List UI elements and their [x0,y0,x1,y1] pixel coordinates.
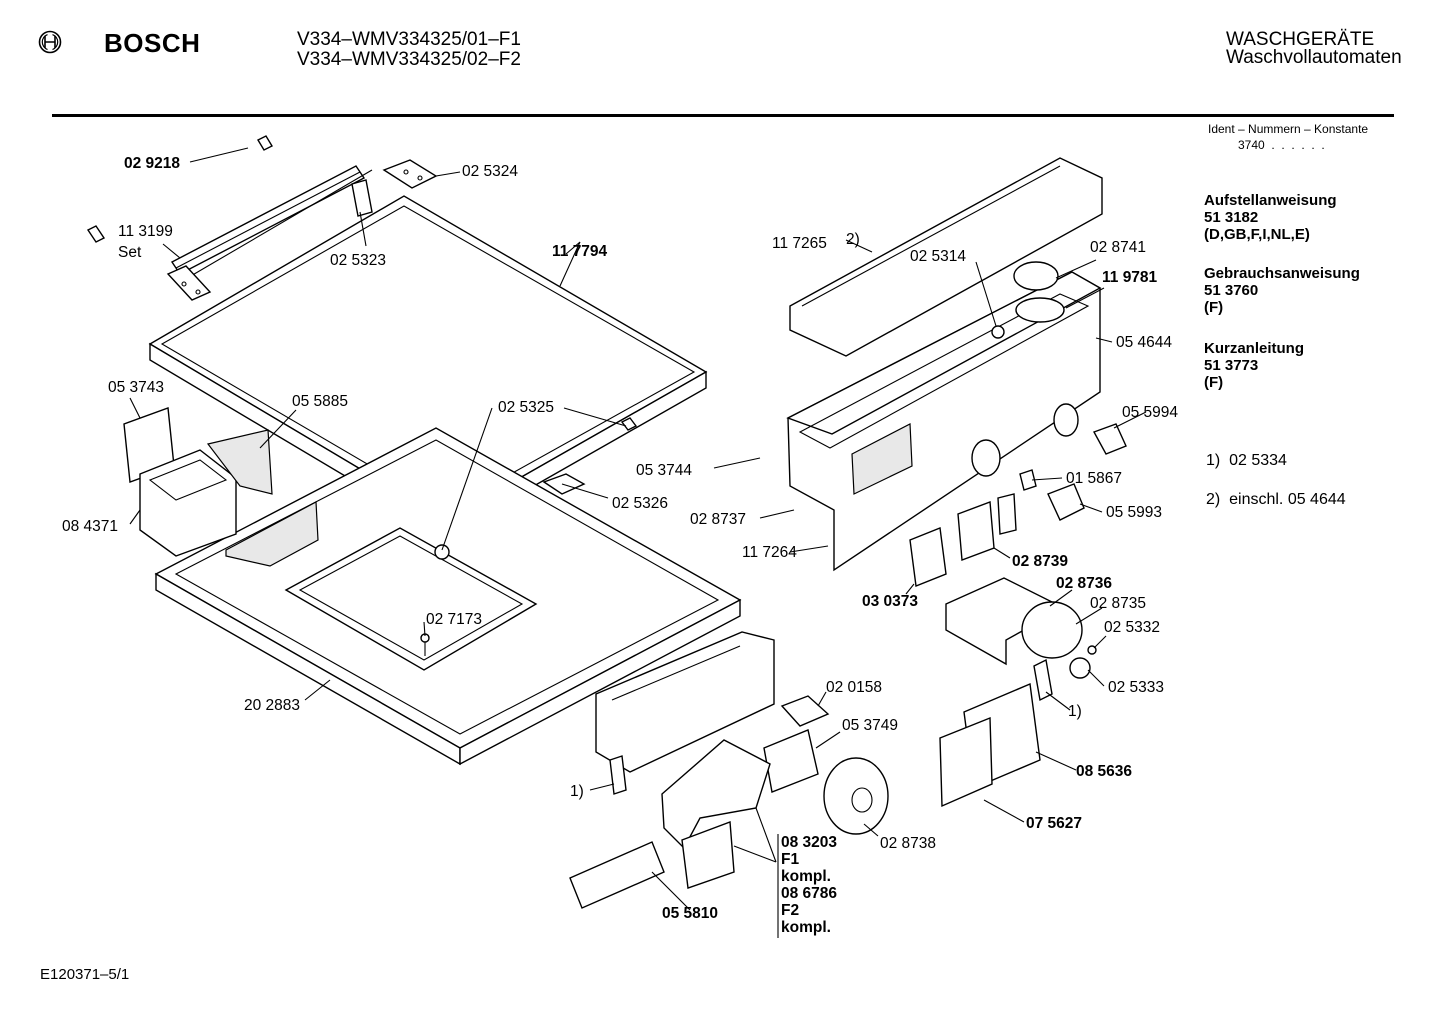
leader-lines [129,147,1147,911]
doc-title: Aufstellanweisung [1204,192,1337,209]
label-028738: 02 8738 [880,835,936,852]
doc-title: Gebrauchsanweisung [1204,265,1360,282]
label-kompl-2: kompl. [781,919,831,936]
doc-block-kurzanleitung: Kurzanleitung 51 3773 (F) [1204,340,1304,391]
header-rule [52,114,1394,117]
label-028739: 02 8739 [1012,553,1068,570]
part-labels: 02 9218 11 3199 Set 02 5324 02 5323 11 7… [62,155,1178,936]
label-025332: 02 5332 [1104,619,1160,636]
label-025323: 02 5323 [330,252,386,269]
label-025314: 02 5314 [910,248,966,265]
label-117264: 11 7264 [742,544,797,561]
electrical-parts [909,423,1127,808]
model-line-2: V334–WMV334325/02–F2 [297,49,521,70]
label-025326: 02 5326 [612,495,668,512]
label-055810: 05 5810 [662,905,718,922]
label-085636: 08 5636 [1076,763,1132,780]
label-053743: 05 3743 [108,379,164,396]
label-028736: 02 8736 [1056,575,1112,592]
label-025325: 02 5325 [498,399,554,416]
label-note2-ref: 2) [846,231,860,248]
label-note1-ref-left: 1) [570,783,584,800]
label-086786: 08 6786 [781,885,837,902]
category-line-1: WASCHGERÄTE [1226,29,1375,50]
bosch-armature-icon [38,30,62,54]
base-frame [154,427,742,766]
label-055993: 05 5993 [1106,504,1162,521]
label-055885: 05 5885 [292,393,348,410]
footnote-1: 1) 02 5334 [1206,452,1287,469]
category-line-2: Waschvollautomaten [1226,47,1402,68]
doc-langs: (D,GB,F,I,NL,E) [1204,226,1310,243]
label-028737: 02 8737 [690,511,746,528]
doc-number: 51 3773 [1204,357,1259,374]
label-119781: 11 9781 [1102,269,1158,286]
label-054644: 05 4644 [1116,334,1172,351]
doc-block-aufstellanweisung: Aufstellanweisung 51 3182 (D,GB,F,I,NL,E… [1204,192,1337,243]
brand-name: BOSCH [104,28,201,58]
label-053749: 05 3749 [842,717,898,734]
label-027173: 02 7173 [426,611,482,628]
label-note1-ref-right: 1) [1068,703,1082,720]
label-set: Set [118,244,142,261]
control-panel-housing [786,157,1103,572]
label-030373: 03 0373 [862,593,918,610]
drawing-id: E120371–5/1 [40,966,130,983]
label-020158: 02 0158 [826,679,882,696]
model-line-1: V334–WMV334325/01–F1 [297,29,521,50]
label-117794: 11 7794 [552,243,608,260]
label-075627: 07 5627 [1026,815,1082,832]
label-025324: 02 5324 [462,163,518,180]
ident-value: 3740 . . . . . . [1238,138,1325,152]
label-f1: F1 [781,851,799,868]
ident-label: Ident – Nummern – Konstante [1208,122,1369,136]
doc-number: 51 3182 [1204,209,1259,226]
label-028735: 02 8735 [1090,595,1146,612]
footnote-2: 2) einschl. 05 4644 [1206,491,1346,508]
bosch-logo-icon [38,30,62,54]
doc-block-gebrauchsanweisung: Gebrauchsanweisung 51 3760 (F) [1204,265,1360,316]
label-084371: 08 4371 [62,518,118,535]
label-f2: F2 [781,902,799,919]
label-117265: 11 7265 [772,235,827,252]
label-113199: 11 3199 [118,223,173,240]
label-kompl-1: kompl. [781,868,831,885]
label-083203: 08 3203 [781,834,837,851]
label-053744: 05 3744 [636,462,692,479]
doc-langs: (F) [1204,299,1224,316]
label-015867: 01 5867 [1066,470,1122,487]
label-055994: 05 5994 [1122,404,1178,421]
label-025333: 02 5333 [1108,679,1164,696]
label-028741: 02 8741 [1090,239,1146,256]
doc-number: 51 3760 [1204,282,1259,299]
label-202883: 20 2883 [244,697,300,714]
doc-title: Kurzanleitung [1204,340,1304,357]
doc-langs: (F) [1204,374,1224,391]
lower-center-parts [569,631,889,909]
detergent-drawer-parts [123,407,638,557]
label-029218: 02 9218 [124,155,180,172]
